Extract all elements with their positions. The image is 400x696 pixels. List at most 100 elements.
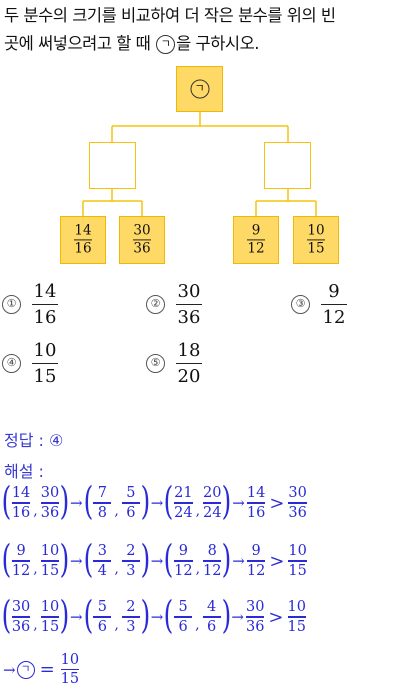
arrow-icon: → (150, 494, 164, 512)
left-paren: ( (83, 537, 93, 581)
fraction-denominator: 3 (126, 562, 136, 579)
tree-lines (82, 112, 317, 216)
question-line-1: 두 분수의 크기를 비교하여 더 작은 분수를 위의 빈 (4, 6, 336, 25)
comma: , (33, 617, 38, 633)
marker-circle: ㄱ (156, 35, 176, 54)
leaf-numerator: 14 (74, 222, 92, 239)
fraction-numerator: 2 (126, 543, 136, 560)
answer-label: 정답 : (4, 431, 44, 450)
leaf-denominator: 16 (74, 240, 92, 257)
choice-denominator: 15 (33, 366, 57, 388)
comma: , (195, 617, 200, 633)
fraction-denominator: 6 (206, 618, 217, 635)
fraction-numerator: 30 (40, 485, 60, 502)
fraction-numerator: 10 (40, 543, 60, 560)
fraction-numerator: 4 (206, 599, 217, 616)
right-paren: ) (221, 593, 231, 637)
right-paren: ) (59, 479, 70, 523)
choice-denominator: 12 (322, 307, 346, 329)
left-paren: ( (1, 537, 12, 581)
comma: , (114, 561, 119, 577)
arrow-icon: → (3, 660, 16, 679)
choice-numerator: 10 (33, 340, 57, 361)
right-paren: ) (222, 479, 232, 523)
fraction-denominator: 6 (97, 618, 108, 635)
choice-denominator: 20 (177, 366, 201, 388)
fraction-denominator: 8 (97, 504, 108, 521)
leaf-denominator: 15 (307, 240, 325, 257)
fraction-denominator: 15 (40, 618, 60, 635)
question-line-2-start: 곳에 써넣으려고 할 때 (4, 34, 156, 53)
choice-mark: ③ (291, 295, 310, 315)
left-paren: ( (1, 593, 12, 637)
final-numerator: 10 (60, 652, 80, 668)
final-denominator: 15 (60, 671, 80, 688)
right-paren: ) (140, 537, 151, 581)
fraction-denominator: 12 (246, 562, 266, 579)
arrow-icon: → (150, 608, 164, 626)
fraction-numerator: 30 (288, 485, 307, 502)
fraction-numerator: 20 (203, 485, 222, 502)
right-paren: ) (140, 479, 151, 523)
comma: , (195, 561, 201, 577)
comma: , (195, 503, 201, 519)
leaf-denominator: 36 (133, 240, 151, 257)
fraction-numerator: 8 (207, 543, 217, 560)
choice-mark: ② (146, 295, 165, 315)
fraction-numerator: 10 (287, 599, 306, 616)
tree-blank-right (264, 142, 311, 189)
right-paren: ) (140, 593, 151, 637)
left-paren: ( (163, 479, 174, 523)
comma: , (33, 561, 38, 577)
fraction-denominator: 36 (40, 504, 60, 521)
fraction-numerator: 21 (174, 485, 193, 502)
fraction-denominator: 24 (203, 504, 222, 521)
right-paren: ) (59, 537, 70, 581)
explanation-label: 해설 : (4, 462, 44, 481)
leaf-numerator: 10 (307, 222, 325, 239)
fraction-denominator: 36 (11, 618, 31, 635)
arrow-icon: → (232, 552, 245, 570)
left-paren: ( (163, 593, 174, 637)
fraction-numerator: 10 (288, 543, 307, 560)
fraction-numerator: 5 (178, 599, 188, 616)
fraction-numerator: 9 (178, 543, 188, 560)
fraction-numerator: 5 (97, 599, 108, 616)
choice-denominator: 16 (33, 307, 57, 329)
fraction-denominator: 6 (178, 618, 188, 635)
greater-than-sign: > (269, 550, 285, 572)
choice-numerator: 30 (177, 281, 201, 302)
arrow-icon: → (70, 494, 83, 512)
fraction-denominator: 36 (288, 504, 307, 521)
choice-mark: ④ (2, 354, 21, 374)
arrow-icon: → (150, 552, 164, 570)
